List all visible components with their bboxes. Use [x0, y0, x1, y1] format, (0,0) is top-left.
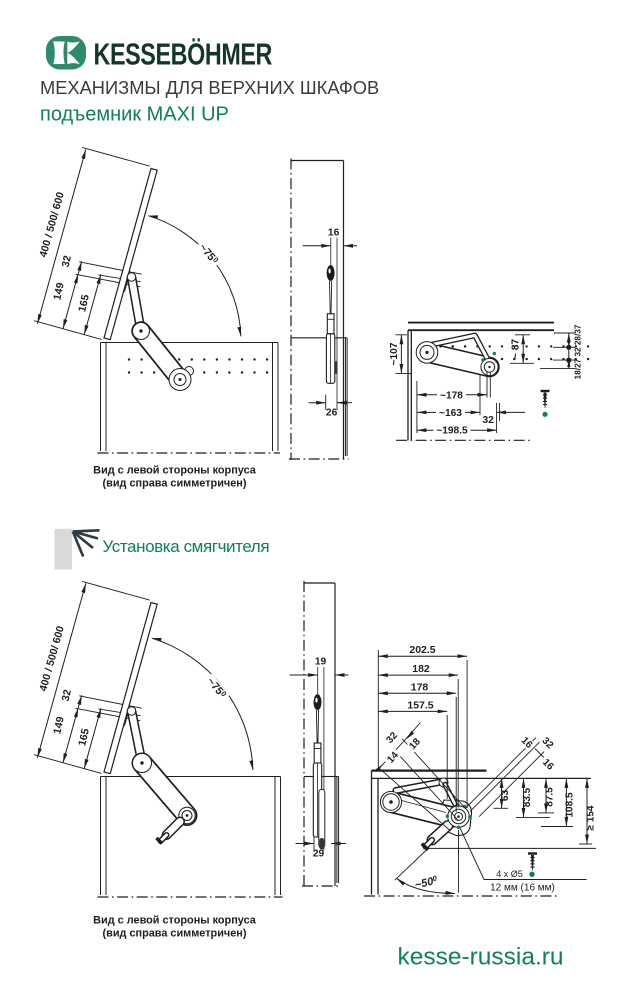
svg-text:108.5: 108.5 [565, 792, 576, 817]
svg-text:МЕХАНИЗМЫ ДЛЯ ВЕРХНИХ ШКАФОВ: МЕХАНИЗМЫ ДЛЯ ВЕРХНИХ ШКАФОВ [40, 77, 379, 98]
svg-text:32: 32 [60, 254, 74, 268]
svg-text:~107: ~107 [389, 342, 400, 365]
svg-text:202.5: 202.5 [409, 644, 435, 656]
svg-text:kesse-russia.ru: kesse-russia.ru [397, 944, 563, 971]
svg-text:Вид с левой стороны корпуса: Вид с левой стороны корпуса [93, 465, 257, 477]
svg-text:178: 178 [411, 681, 429, 693]
svg-text:19: 19 [315, 657, 327, 668]
svg-text:16: 16 [328, 227, 340, 238]
svg-text:165: 165 [76, 727, 92, 747]
svg-text:26: 26 [326, 408, 338, 419]
svg-text:~ 87: ~ 87 [511, 339, 522, 359]
svg-text:400 / 500/ 600: 400 / 500/ 600 [37, 191, 67, 259]
svg-text:~500: ~500 [413, 873, 439, 891]
svg-text:87.5: 87.5 [544, 787, 555, 807]
svg-text:83.5: 83.5 [522, 787, 533, 807]
svg-text:32: 32 [60, 688, 74, 702]
svg-text:157.5: 157.5 [407, 699, 433, 711]
svg-text:(вид справа симметричен): (вид справа симметричен) [103, 478, 247, 490]
svg-text:400 / 500/ 600: 400 / 500/ 600 [37, 625, 67, 693]
svg-text:149: 149 [51, 281, 66, 301]
svg-text:≥ 154: ≥ 154 [585, 805, 596, 830]
svg-text:~198.5: ~198.5 [436, 426, 468, 437]
svg-text:Вид с левой стороны корпуса: Вид с левой стороны корпуса [93, 915, 257, 927]
svg-text:29: 29 [313, 849, 325, 860]
svg-text:182: 182 [412, 663, 430, 675]
svg-text:149: 149 [51, 715, 66, 735]
svg-text:(вид справа симметричен): (вид справа симметричен) [103, 928, 247, 940]
svg-text:KESSEBÖHMER: KESSEBÖHMER [94, 36, 273, 71]
svg-text:~163: ~163 [439, 408, 462, 419]
svg-text:63: 63 [500, 790, 511, 802]
svg-text:165: 165 [76, 293, 92, 313]
svg-text:12 мм (16 мм): 12 мм (16 мм) [490, 883, 555, 894]
svg-text:подъемник MAXI UP: подъемник MAXI UP [40, 104, 229, 126]
svg-text:32: 32 [483, 415, 495, 426]
svg-text:18/27 32 28/37: 18/27 32 28/37 [574, 324, 583, 379]
svg-text:Установка смягчителя: Установка смягчителя [103, 537, 270, 556]
svg-text:4 x Ø5: 4 x Ø5 [496, 869, 523, 879]
svg-text:~178: ~178 [440, 390, 463, 401]
